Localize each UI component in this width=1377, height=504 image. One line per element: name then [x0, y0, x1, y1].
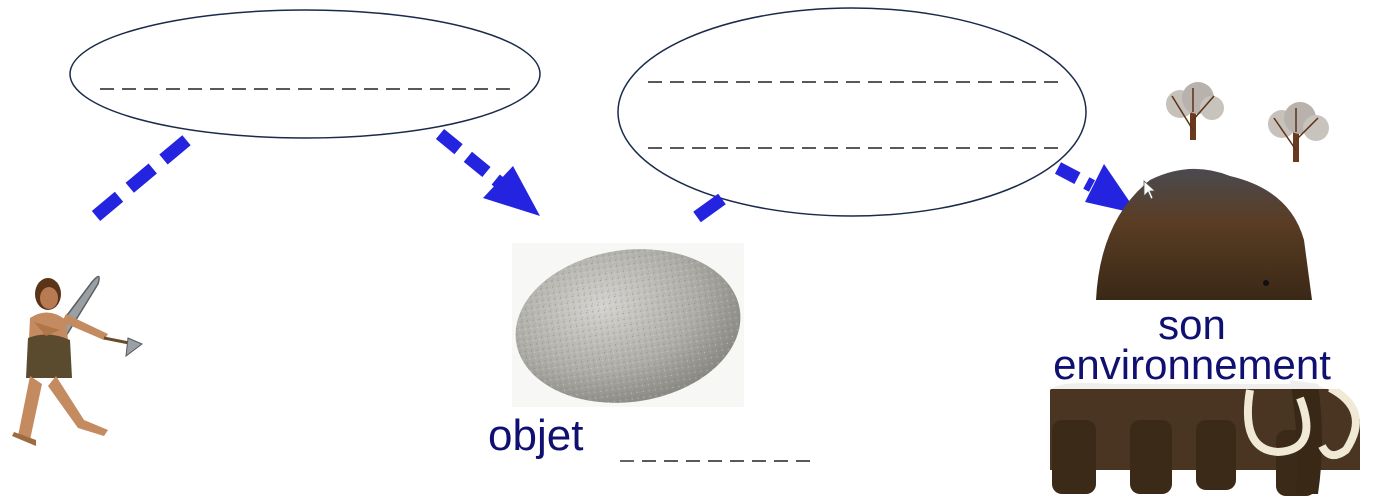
environment-label-line2: environnement	[1053, 341, 1331, 388]
mammoth-environment	[1050, 168, 1360, 496]
caveman-figure	[12, 275, 143, 446]
environment-label-line1: son	[1158, 301, 1226, 348]
cursor-icon	[1143, 180, 1157, 200]
arrow-bubble-to-environment	[1054, 162, 1138, 214]
objet-label: objet	[488, 411, 584, 460]
bubble-right	[617, 7, 1087, 217]
connector-objet-to-bubble	[693, 193, 726, 223]
tree-icon	[1268, 102, 1329, 162]
environment-label: son environnement	[1016, 303, 1368, 389]
arrow-bubble-to-objet	[435, 128, 540, 216]
bubble-left	[69, 9, 541, 139]
connector-caveman-to-bubble	[91, 129, 199, 221]
tree-icon	[1166, 82, 1224, 140]
stone-object	[512, 243, 744, 407]
